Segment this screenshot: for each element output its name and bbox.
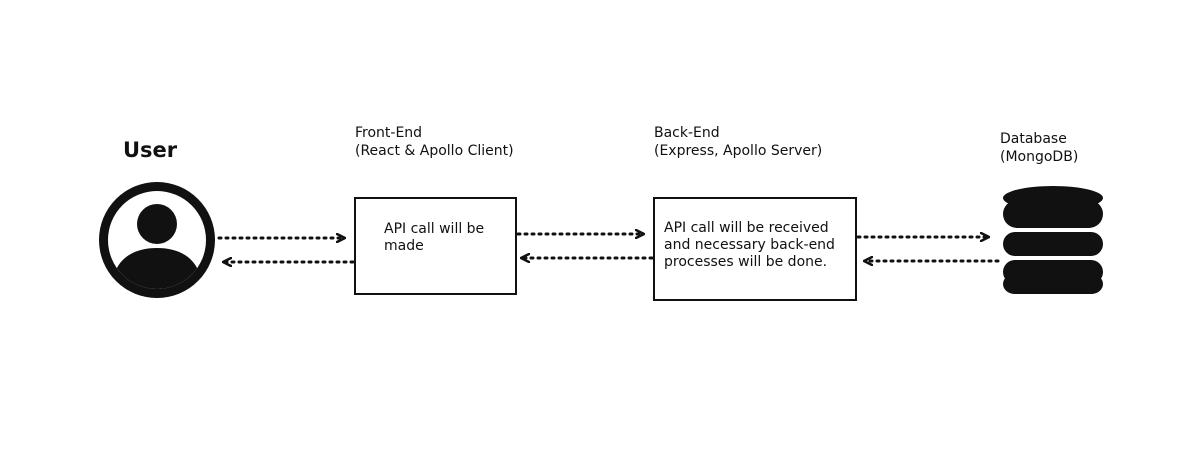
database-title-line1: Database <box>1000 131 1067 147</box>
backend-title-line2: (Express, Apollo Server) <box>654 143 823 159</box>
frontend-title-line1: Front-End <box>355 125 423 141</box>
frontend-title-line2: (React & Apollo Client) <box>355 143 514 159</box>
backend-title-line1: Back-End <box>654 125 720 141</box>
backend-box: API call will be received and necessary … <box>653 197 857 301</box>
backend-box-line2: and necessary back-end <box>664 237 835 253</box>
database-title-line2: (MongoDB) <box>1000 149 1079 165</box>
user-title: User <box>123 138 178 162</box>
frontend-box-line2: made <box>384 238 424 254</box>
backend-box-text: API call will be received and necessary … <box>664 220 835 271</box>
user-icon <box>99 182 215 298</box>
backend-box-line1: API call will be received <box>664 220 829 236</box>
database-icon <box>1003 186 1103 294</box>
frontend-box-text: API call will be made <box>384 221 484 255</box>
frontend-title: Front-End (React & Apollo Client) <box>355 124 514 160</box>
backend-box-line3: processes will be done. <box>664 254 828 270</box>
frontend-box-line1: API call will be <box>384 221 485 237</box>
database-title: Database (MongoDB) <box>1000 130 1078 166</box>
frontend-box: API call will be made <box>354 197 517 295</box>
backend-title: Back-End (Express, Apollo Server) <box>654 124 822 160</box>
